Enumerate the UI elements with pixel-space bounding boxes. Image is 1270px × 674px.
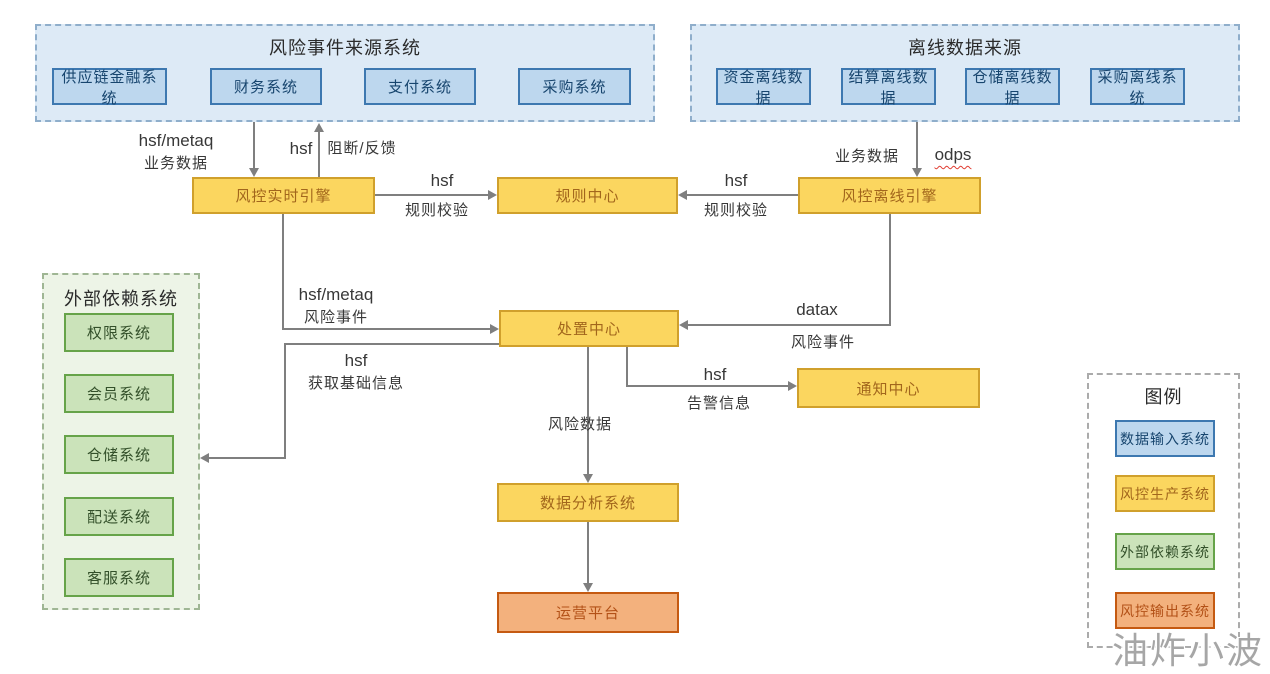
node-rule-center: 规则中心: [497, 177, 678, 214]
node-operation-platform: 运营平台: [497, 592, 679, 633]
legend-item-risk-production-system: 风控生产系统: [1115, 475, 1215, 512]
edge-line: [282, 214, 284, 330]
edge-line: [587, 522, 589, 584]
edge-line: [318, 132, 320, 177]
node-procurement-system: 采购系统: [518, 68, 631, 105]
edge-line: [375, 194, 488, 196]
watermark: 油炸小波: [1111, 630, 1264, 671]
node-warehouse-offline-data: 仓储离线数据: [965, 68, 1060, 107]
edge-label-payload: 业务数据: [143, 154, 208, 172]
edge-label-offline-to-rule-protocol: hsf: [724, 171, 748, 190]
edge-label-dispose-to-external: hsf 获取基础信息: [300, 349, 412, 394]
edge-label-source-to-realtime: hsf/metaq 业务数据: [120, 129, 232, 174]
edge-label-offline-to-dispose-payload: 风险事件: [790, 334, 855, 351]
node-settlement-offline-data: 结算离线数据: [841, 68, 936, 107]
arrowhead-left-icon: [200, 453, 209, 463]
edge-label-offline-to-rule-payload: 规则校验: [703, 202, 768, 219]
edge-label-odps: odps: [934, 145, 972, 164]
edge-label-protocol: hsf: [344, 351, 368, 370]
edge-label-payload: 获取基础信息: [307, 374, 404, 392]
edge-label-block-payload: 阻断/反馈: [327, 140, 397, 157]
edge-label-realtime-to-rule-protocol: hsf: [430, 171, 454, 190]
node-permission-system: 权限系统: [64, 313, 174, 352]
arrowhead-right-icon: [490, 324, 499, 334]
legend-item-data-input-system: 数据输入系统: [1115, 420, 1215, 457]
edge-line: [253, 122, 255, 169]
node-notify-center: 通知中心: [797, 368, 980, 408]
edge-line: [688, 324, 891, 326]
edge-line: [889, 214, 891, 326]
node-procurement-offline-system: 采购离线系统: [1090, 68, 1185, 107]
node-payment-system: 支付系统: [364, 68, 476, 105]
node-supply-chain-finance-system: 供应链金融系统: [52, 68, 167, 107]
edge-line: [916, 122, 918, 169]
edge-line: [626, 385, 788, 387]
arrowhead-right-icon: [788, 381, 797, 391]
node-member-system: 会员系统: [64, 374, 174, 413]
arrowhead-down-icon: [249, 168, 259, 177]
arrowhead-left-icon: [679, 320, 688, 330]
node-data-analysis-system: 数据分析系统: [497, 483, 679, 522]
legend-item-external-dependency-system: 外部依赖系统: [1115, 533, 1215, 570]
edge-line: [209, 457, 286, 459]
edge-label-offline-source-payload: 业务数据: [834, 148, 899, 165]
arrowhead-down-icon: [583, 474, 593, 483]
edge-line: [284, 343, 286, 459]
edge-line: [687, 194, 798, 196]
edge-label-notify-payload: 告警信息: [686, 395, 751, 412]
edge-label-realtime-to-dispose: hsf/metaq 风险事件: [280, 283, 392, 328]
edge-line: [284, 343, 499, 345]
group-risk-sources-title: 风险事件来源系统: [269, 38, 421, 58]
group-offline-sources-title: 离线数据来源: [908, 38, 1022, 58]
edge-label-protocol: hsf/metaq: [138, 131, 214, 150]
node-realtime-risk-engine: 风控实时引擎: [192, 177, 375, 214]
node-delivery-system: 配送系统: [64, 497, 174, 536]
node-dispose-center: 处置中心: [499, 310, 679, 347]
group-external-deps: 外部依赖系统 权限系统 会员系统 仓储系统 配送系统 客服系统: [42, 273, 200, 610]
edge-label-payload: 风险事件: [303, 308, 368, 326]
legend-item-risk-output-system: 风控输出系统: [1115, 592, 1215, 629]
group-external-deps-title: 外部依赖系统: [64, 289, 178, 309]
arrowhead-up-icon: [314, 123, 324, 132]
edge-label-notify-protocol: hsf: [703, 365, 727, 384]
edge-label-datax: datax: [796, 300, 838, 319]
arrowhead-right-icon: [488, 190, 497, 200]
edge-label-risk-data: 风险数据: [547, 416, 612, 433]
arrowhead-left-icon: [678, 190, 687, 200]
legend: 图例 数据输入系统 风控生产系统 外部依赖系统 风控输出系统: [1087, 373, 1240, 648]
legend-title: 图例: [1144, 387, 1183, 407]
node-customer-service-system: 客服系统: [64, 558, 174, 597]
node-finance-system: 财务系统: [210, 68, 322, 105]
edge-line: [626, 347, 628, 387]
node-warehouse-system: 仓储系统: [64, 435, 174, 474]
node-fund-offline-data: 资金离线数据: [716, 68, 811, 107]
group-offline-sources: 离线数据来源 资金离线数据 结算离线数据 仓储离线数据 采购离线系统: [690, 24, 1240, 122]
group-risk-sources: 风险事件来源系统 供应链金融系统 财务系统 支付系统 采购系统: [35, 24, 655, 122]
edge-label-block-protocol: hsf: [289, 139, 313, 158]
arrowhead-down-icon: [583, 583, 593, 592]
edge-label-protocol: hsf/metaq: [298, 285, 374, 304]
node-offline-risk-engine: 风控离线引擎: [798, 177, 981, 214]
edge-line: [587, 347, 589, 475]
edge-label-realtime-to-rule-payload: 规则校验: [404, 202, 469, 219]
arrowhead-down-icon: [912, 168, 922, 177]
edge-line: [282, 328, 490, 330]
